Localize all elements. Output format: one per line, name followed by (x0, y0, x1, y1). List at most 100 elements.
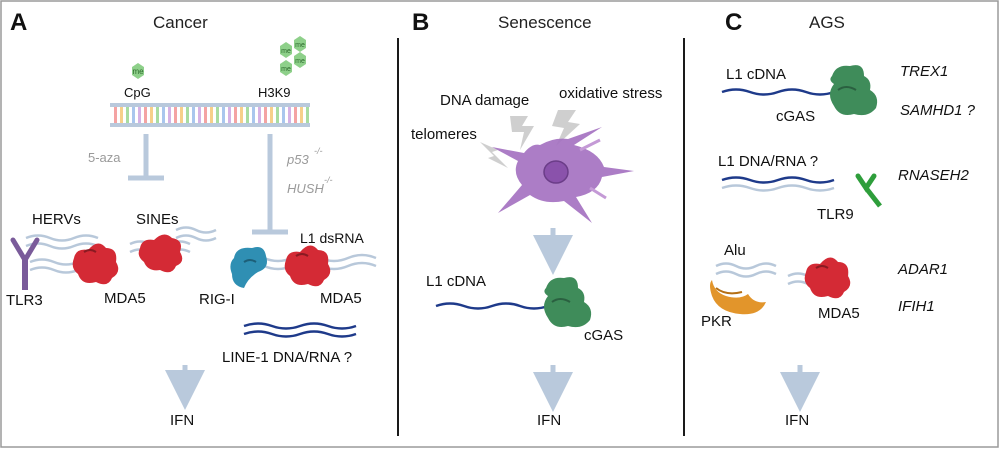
dna-rung (114, 107, 117, 123)
gene-rnaseh2: RNASEH2 (898, 167, 970, 184)
sines-label: SINEs (136, 211, 179, 228)
cpg-methyl-mark: me (132, 63, 144, 79)
mda5-label-c: MDA5 (818, 305, 860, 322)
dna-rung (198, 107, 201, 123)
methyl-label: me (295, 42, 305, 49)
hush-superscript: -/- (324, 175, 333, 185)
panel-title-senescence: Senescence (498, 13, 592, 32)
dna-rung (186, 107, 189, 123)
ifn-label-b: IFN (537, 412, 561, 429)
pkr-protein (710, 280, 766, 315)
panel-letter-b: B (412, 9, 429, 36)
dna-rung (240, 107, 243, 123)
l1-cdna-strand-b (435, 302, 549, 310)
gene-trex1: TREX1 (900, 63, 948, 80)
mda5-protein-sines (138, 234, 183, 273)
dna-rung (216, 107, 219, 123)
panel-cancer: A Cancer me me me me me CpG H3K9 5-aza (6, 9, 377, 429)
l1-cdna-label-b: L1 cDNA (426, 273, 486, 290)
dna-rung (300, 107, 303, 123)
panel-letter-a: A (10, 9, 27, 36)
dna-rung (228, 107, 231, 123)
dna-rung (258, 107, 261, 123)
l1-cdna-strand-c (721, 88, 835, 96)
methyl-label: me (281, 66, 291, 73)
cgas-protein-b (544, 277, 592, 328)
cgas-protein-c (830, 65, 878, 116)
hush-label: HUSH (287, 181, 324, 196)
dna-rung (306, 107, 309, 123)
stress-bolts (480, 110, 580, 168)
dna-rung (276, 107, 279, 123)
dna-rung (270, 107, 273, 123)
dna-rung (294, 107, 297, 123)
rigi-protein (230, 247, 267, 288)
dna-rung (120, 107, 123, 123)
tlr3-label: TLR3 (6, 292, 43, 309)
p53-superscript: -/- (314, 146, 323, 156)
dna-rung (156, 107, 159, 123)
tlr9-label: TLR9 (817, 206, 854, 223)
mda5-label-1: MDA5 (104, 290, 146, 307)
dna-rung (180, 107, 183, 123)
h3k9-methyl-marks: me me me me (280, 36, 306, 76)
dna-rung (246, 107, 249, 123)
tlr9-receptor (855, 173, 882, 208)
rigi-label: RIG-I (199, 291, 235, 308)
panel-title-cancer: Cancer (153, 13, 208, 32)
l1-dnarna-strands (721, 176, 835, 192)
dna-rung (288, 107, 291, 123)
cgas-label-b: cGAS (584, 327, 623, 344)
p53-hush-arrow (252, 134, 288, 235)
mda5-label-2: MDA5 (320, 290, 362, 307)
dna-rung (282, 107, 285, 123)
telomeres-label: telomeres (411, 126, 477, 143)
dna-damage-label: DNA damage (440, 92, 529, 109)
gene-ifih1: IFIH1 (898, 298, 935, 315)
l1-dsrna-label: L1 dsRNA (300, 230, 364, 246)
line1-label: LINE-1 DNA/RNA ? (222, 349, 352, 366)
dna-rung (192, 107, 195, 123)
line1-strands (243, 322, 357, 338)
dna-rung (168, 107, 171, 123)
cpg-label: CpG (124, 85, 151, 100)
dna-rung (126, 107, 129, 123)
mda5-protein-c (804, 257, 851, 299)
mda5-protein-l1 (284, 245, 331, 287)
methyl-label: me (132, 67, 144, 76)
p53-label: p53 (286, 152, 309, 167)
dna-rung (204, 107, 207, 123)
dna-rung (150, 107, 153, 123)
ifn-label-a: IFN (170, 412, 194, 429)
gene-adar1: ADAR1 (897, 261, 948, 278)
h3k9-label: H3K9 (258, 85, 291, 100)
panel-title-ags: AGS (809, 13, 845, 32)
dna-rung (162, 107, 165, 123)
aza-label: 5-aza (88, 150, 121, 165)
panel-ags: C AGS L1 cDNA cGAS TREX1 SAMHD1 ? L1 DNA… (701, 9, 976, 429)
dna-ladder (110, 103, 310, 127)
dna-rung (264, 107, 267, 123)
dna-rung (210, 107, 213, 123)
dna-rung (174, 107, 177, 123)
gene-samhd1: SAMHD1 ? (900, 102, 976, 119)
dna-rung (252, 107, 255, 123)
panel-senescence: B Senescence DNA damage oxidative stress… (411, 9, 662, 429)
tlr3-receptor (10, 237, 40, 290)
hervs-label: HERVs (32, 211, 81, 228)
dna-rung (234, 107, 237, 123)
panel-letter-c: C (725, 9, 742, 36)
senescent-cell (492, 127, 634, 223)
ifn-label-c: IFN (785, 412, 809, 429)
dna-rung (222, 107, 225, 123)
alu-label: Alu (724, 242, 746, 259)
dna-rung (138, 107, 141, 123)
methyl-label: me (281, 48, 291, 55)
aza-arrow (128, 134, 164, 181)
oxidative-stress-label: oxidative stress (559, 85, 662, 102)
methyl-label: me (295, 58, 305, 65)
l1-cdna-label-c: L1 cDNA (726, 66, 786, 83)
pkr-label: PKR (701, 313, 732, 330)
